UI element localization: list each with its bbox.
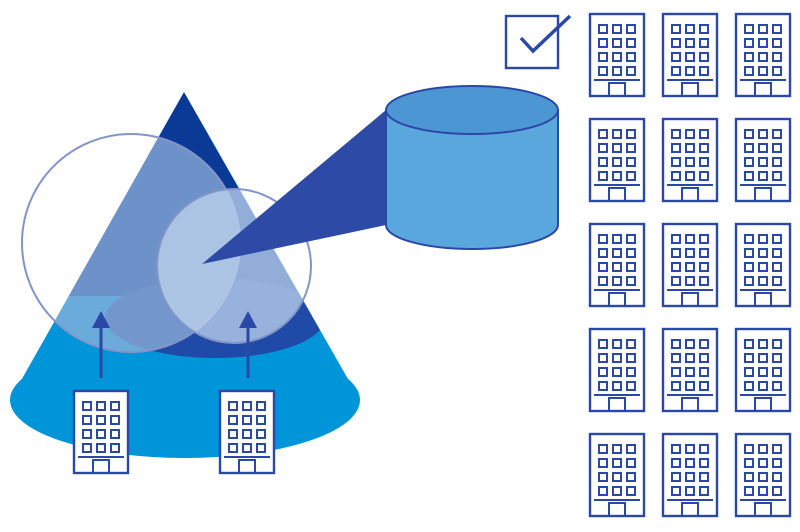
building-icon — [72, 389, 130, 475]
building-icon — [734, 222, 792, 308]
building-icon — [661, 327, 719, 413]
building-icon — [661, 432, 719, 518]
building-icon — [588, 432, 646, 518]
building-icon — [588, 117, 646, 203]
projection-beam — [202, 110, 386, 264]
building-icon — [734, 327, 792, 413]
cone-group — [10, 92, 360, 458]
building-icon — [734, 432, 792, 518]
building-icon — [734, 12, 792, 98]
building-icon — [588, 12, 646, 98]
arrow-up-icon — [239, 311, 257, 378]
building-grid — [588, 12, 792, 518]
building-icon — [588, 222, 646, 308]
building-icon — [218, 389, 276, 475]
building-icon — [661, 117, 719, 203]
cone-base — [10, 342, 360, 458]
checkbox-checked-icon — [504, 14, 572, 70]
building-icon — [734, 117, 792, 203]
building-icon — [661, 222, 719, 308]
building-icon — [661, 12, 719, 98]
arrow-up-icon — [92, 311, 110, 378]
database-cylinder-icon — [385, 85, 559, 250]
building-icon — [588, 327, 646, 413]
